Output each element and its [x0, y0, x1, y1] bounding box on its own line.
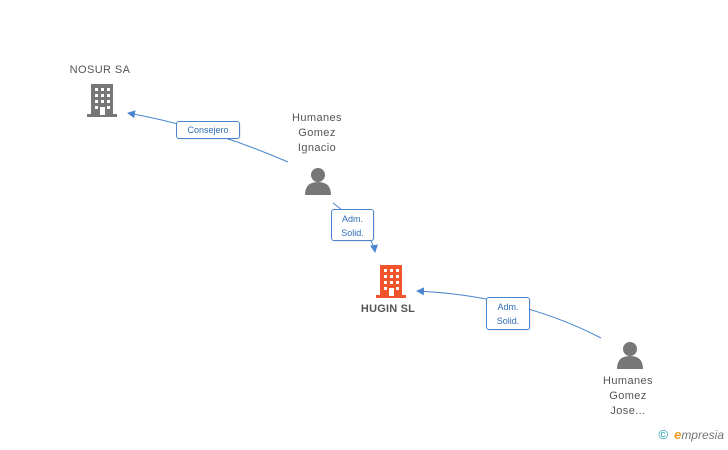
- person-name-line: Humanes: [292, 112, 342, 124]
- person-name-line: Gomez: [298, 127, 336, 139]
- building-icon[interactable]: [376, 265, 406, 298]
- edge-label-adm-solid-1: Adm. Solid.: [331, 209, 374, 241]
- company-label-nosur[interactable]: NOSUR SA: [69, 64, 131, 76]
- person-name-line: Gomez: [609, 390, 647, 402]
- brand-initial: e: [674, 427, 682, 442]
- person-name-line: Humanes: [603, 375, 653, 387]
- building-icon[interactable]: [87, 84, 117, 117]
- badge-line: Solid.: [496, 316, 520, 326]
- badge-line: Adm.: [497, 302, 519, 312]
- person-icon[interactable]: [617, 342, 643, 369]
- badge-line: Adm.: [341, 214, 363, 224]
- brand-name: mpresia: [681, 428, 724, 442]
- company-label-hugin[interactable]: HUGIN SL: [360, 303, 416, 315]
- edge-label-adm-solid-2: Adm. Solid.: [486, 297, 530, 330]
- badge-line: Solid.: [341, 228, 364, 238]
- person-icon[interactable]: [305, 168, 331, 195]
- copyright-icon: ©: [658, 427, 669, 442]
- person-name-line: Ignacio: [297, 142, 337, 154]
- empresia-logo: © empresia: [658, 427, 724, 442]
- edge-label-consejero: Consejero: [176, 121, 240, 139]
- person-label-jose[interactable]: Humanes Gomez Jose...: [583, 374, 673, 419]
- person-label-ignacio[interactable]: Humanes Gomez Ignacio: [272, 111, 362, 156]
- person-name-line: Jose...: [610, 405, 646, 417]
